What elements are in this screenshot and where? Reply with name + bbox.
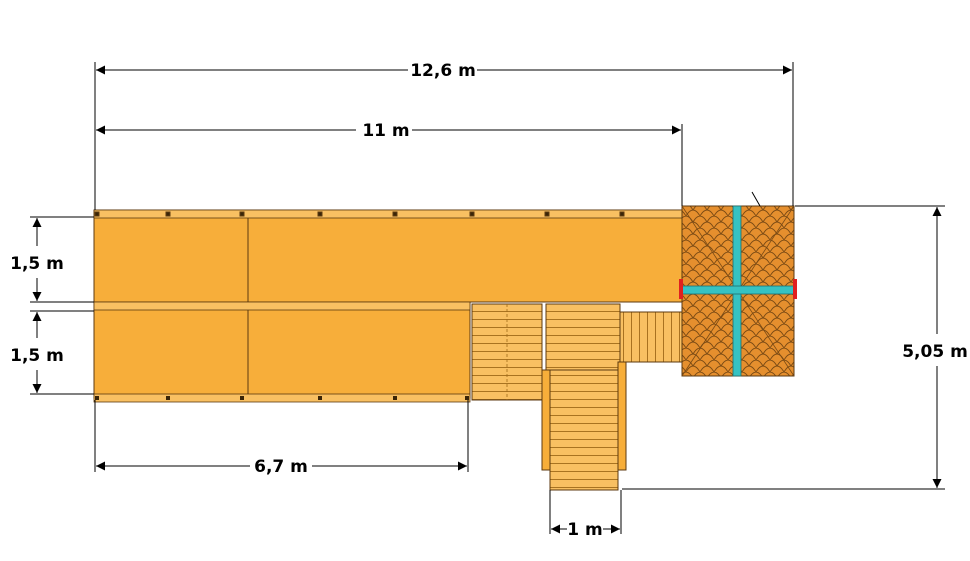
dimension-total-length: 12,6 m — [96, 61, 792, 81]
dim-lower-width-label: 1,5 m — [10, 346, 64, 366]
dimension-upper-width: 1,5 m — [10, 218, 64, 301]
dim-lower-length-label: 6,7 m — [254, 457, 308, 477]
dimension-main-length: 11 m — [96, 121, 681, 141]
dimension-stair-width: 1 m — [551, 520, 620, 540]
dim-total-length-label: 12,6 m — [410, 61, 476, 81]
extension-lines — [30, 62, 945, 534]
stair-descending — [541, 361, 627, 491]
dimension-tower-depth: 5,05 m — [902, 207, 968, 488]
dim-tower-depth-label: 5,05 m — [902, 342, 968, 362]
lower-deck — [93, 301, 471, 403]
stair-block-middle — [545, 303, 621, 371]
upper-deck-posts — [94, 211, 625, 217]
dim-main-length-label: 11 m — [362, 121, 409, 141]
tower-roof — [679, 191, 797, 377]
dimension-lower-width: 1,5 m — [10, 312, 64, 393]
dim-stair-width-label: 1 m — [567, 520, 602, 540]
stair-block-landing — [619, 311, 683, 363]
upper-deck — [93, 209, 683, 303]
lower-deck-posts — [95, 396, 469, 400]
stair-block-left — [471, 303, 543, 401]
dim-upper-width-label: 1,5 m — [10, 254, 64, 274]
dimension-lower-length: 6,7 m — [96, 457, 467, 477]
